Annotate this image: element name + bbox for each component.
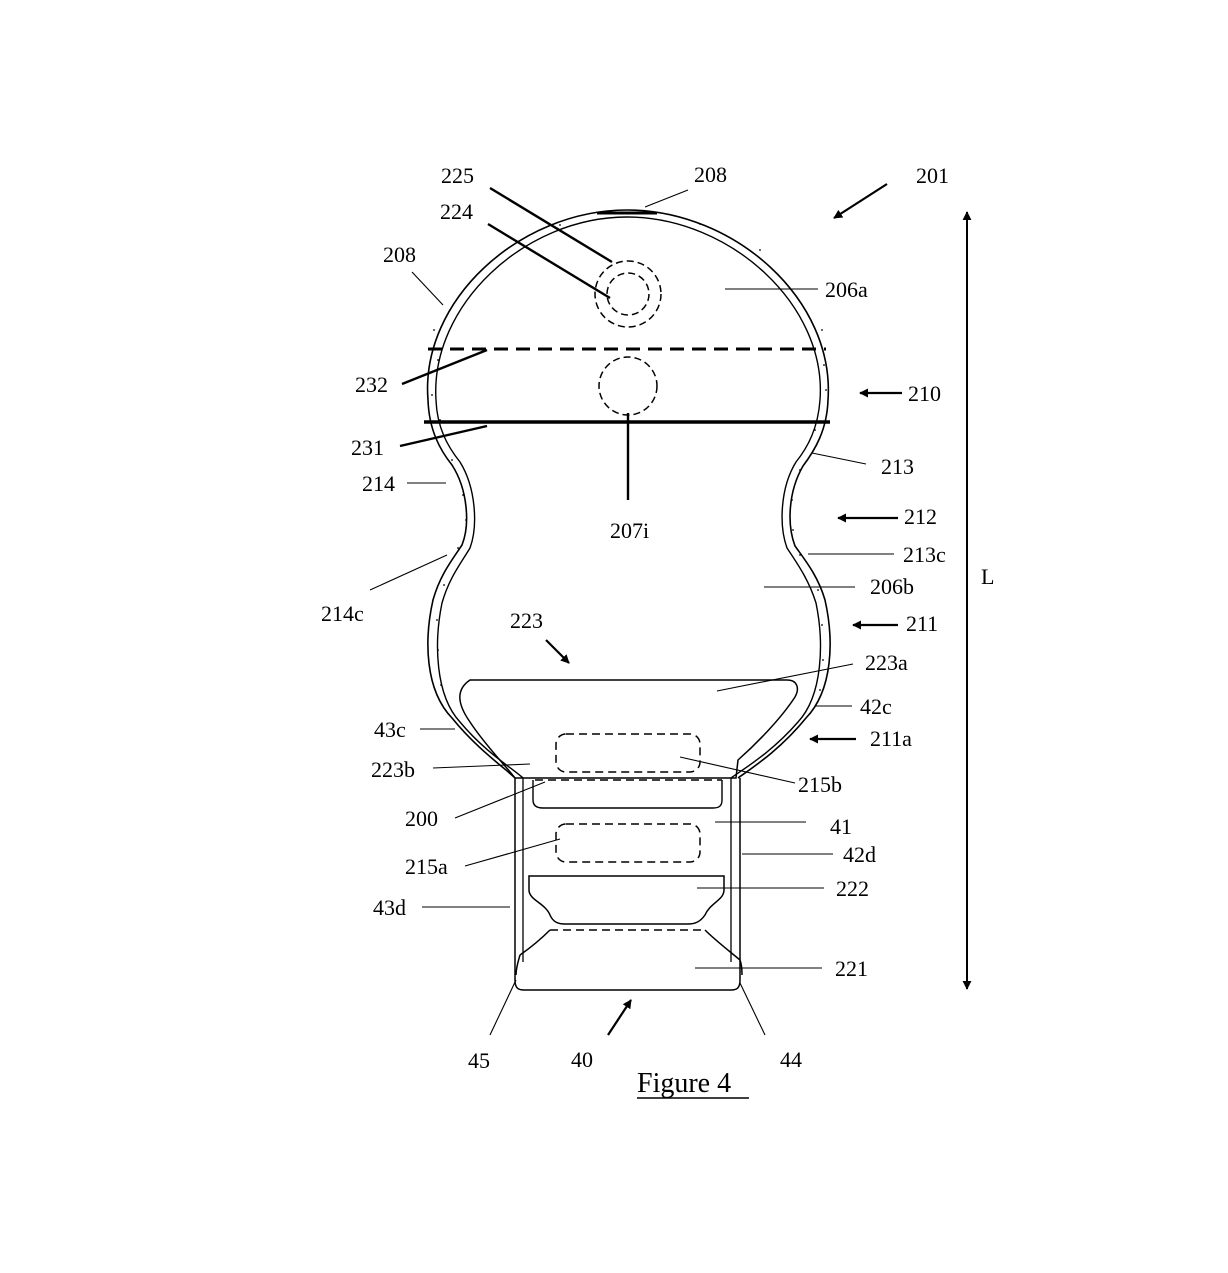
leader-lines	[369, 186, 894, 1036]
arrow-223	[545, 639, 570, 664]
label-214: 214	[362, 471, 395, 496]
label-43d: 43d	[373, 895, 406, 920]
label-223b: 223b	[371, 757, 415, 782]
figure-caption: Figure 4	[637, 1068, 731, 1099]
label-231: 231	[351, 435, 384, 460]
chamber-221	[519, 929, 741, 961]
label-213: 213	[881, 454, 914, 479]
label-200: 200	[405, 806, 438, 831]
label-208-left: 208	[383, 242, 416, 267]
label-213c: 213c	[903, 542, 946, 567]
pouch-outline	[426, 209, 831, 779]
reference-labels: 201 208 208 225 224 206a 232 210 231 213…	[321, 162, 994, 1073]
port-207i	[598, 356, 658, 416]
arrows	[545, 183, 972, 1036]
label-221: 221	[835, 956, 868, 981]
label-211a: 211a	[870, 726, 912, 751]
label-225: 225	[441, 163, 474, 188]
arrow-40	[607, 999, 632, 1036]
label-223a: 223a	[865, 650, 908, 675]
seam-200	[532, 780, 723, 809]
label-43c: 43c	[374, 717, 406, 742]
chamber-223a	[459, 679, 799, 779]
label-222: 222	[836, 876, 869, 901]
outer-wall	[426, 209, 831, 779]
label-207i: 207i	[610, 518, 649, 543]
chamber-222	[528, 875, 725, 925]
valve-section	[459, 679, 799, 991]
label-40: 40	[571, 1047, 593, 1072]
port-225	[594, 260, 662, 328]
label-232: 232	[355, 372, 388, 397]
label-201: 201	[916, 163, 949, 188]
region-215b	[555, 733, 701, 773]
label-212: 212	[904, 504, 937, 529]
wall-texture	[431, 223, 827, 691]
label-42d: 42d	[843, 842, 876, 867]
label-211: 211	[906, 611, 938, 636]
arrow-201	[833, 183, 888, 219]
label-L: L	[981, 564, 994, 589]
region-215a	[555, 823, 701, 863]
label-45: 45	[468, 1048, 490, 1073]
label-41: 41	[830, 814, 852, 839]
label-44: 44	[780, 1047, 802, 1072]
label-224: 224	[440, 199, 473, 224]
label-206b: 206b	[870, 574, 914, 599]
port-224	[606, 272, 650, 316]
top-chamber-features	[424, 260, 830, 424]
label-206a: 206a	[825, 277, 868, 302]
neck-left-wall	[514, 778, 741, 991]
label-208-top: 208	[694, 162, 727, 187]
label-215b: 215b	[798, 772, 842, 797]
label-223: 223	[510, 608, 543, 633]
label-42c: 42c	[860, 694, 892, 719]
label-214c: 214c	[321, 601, 364, 626]
label-210: 210	[908, 381, 941, 406]
label-215a: 215a	[405, 854, 448, 879]
inner-wall	[435, 216, 822, 779]
